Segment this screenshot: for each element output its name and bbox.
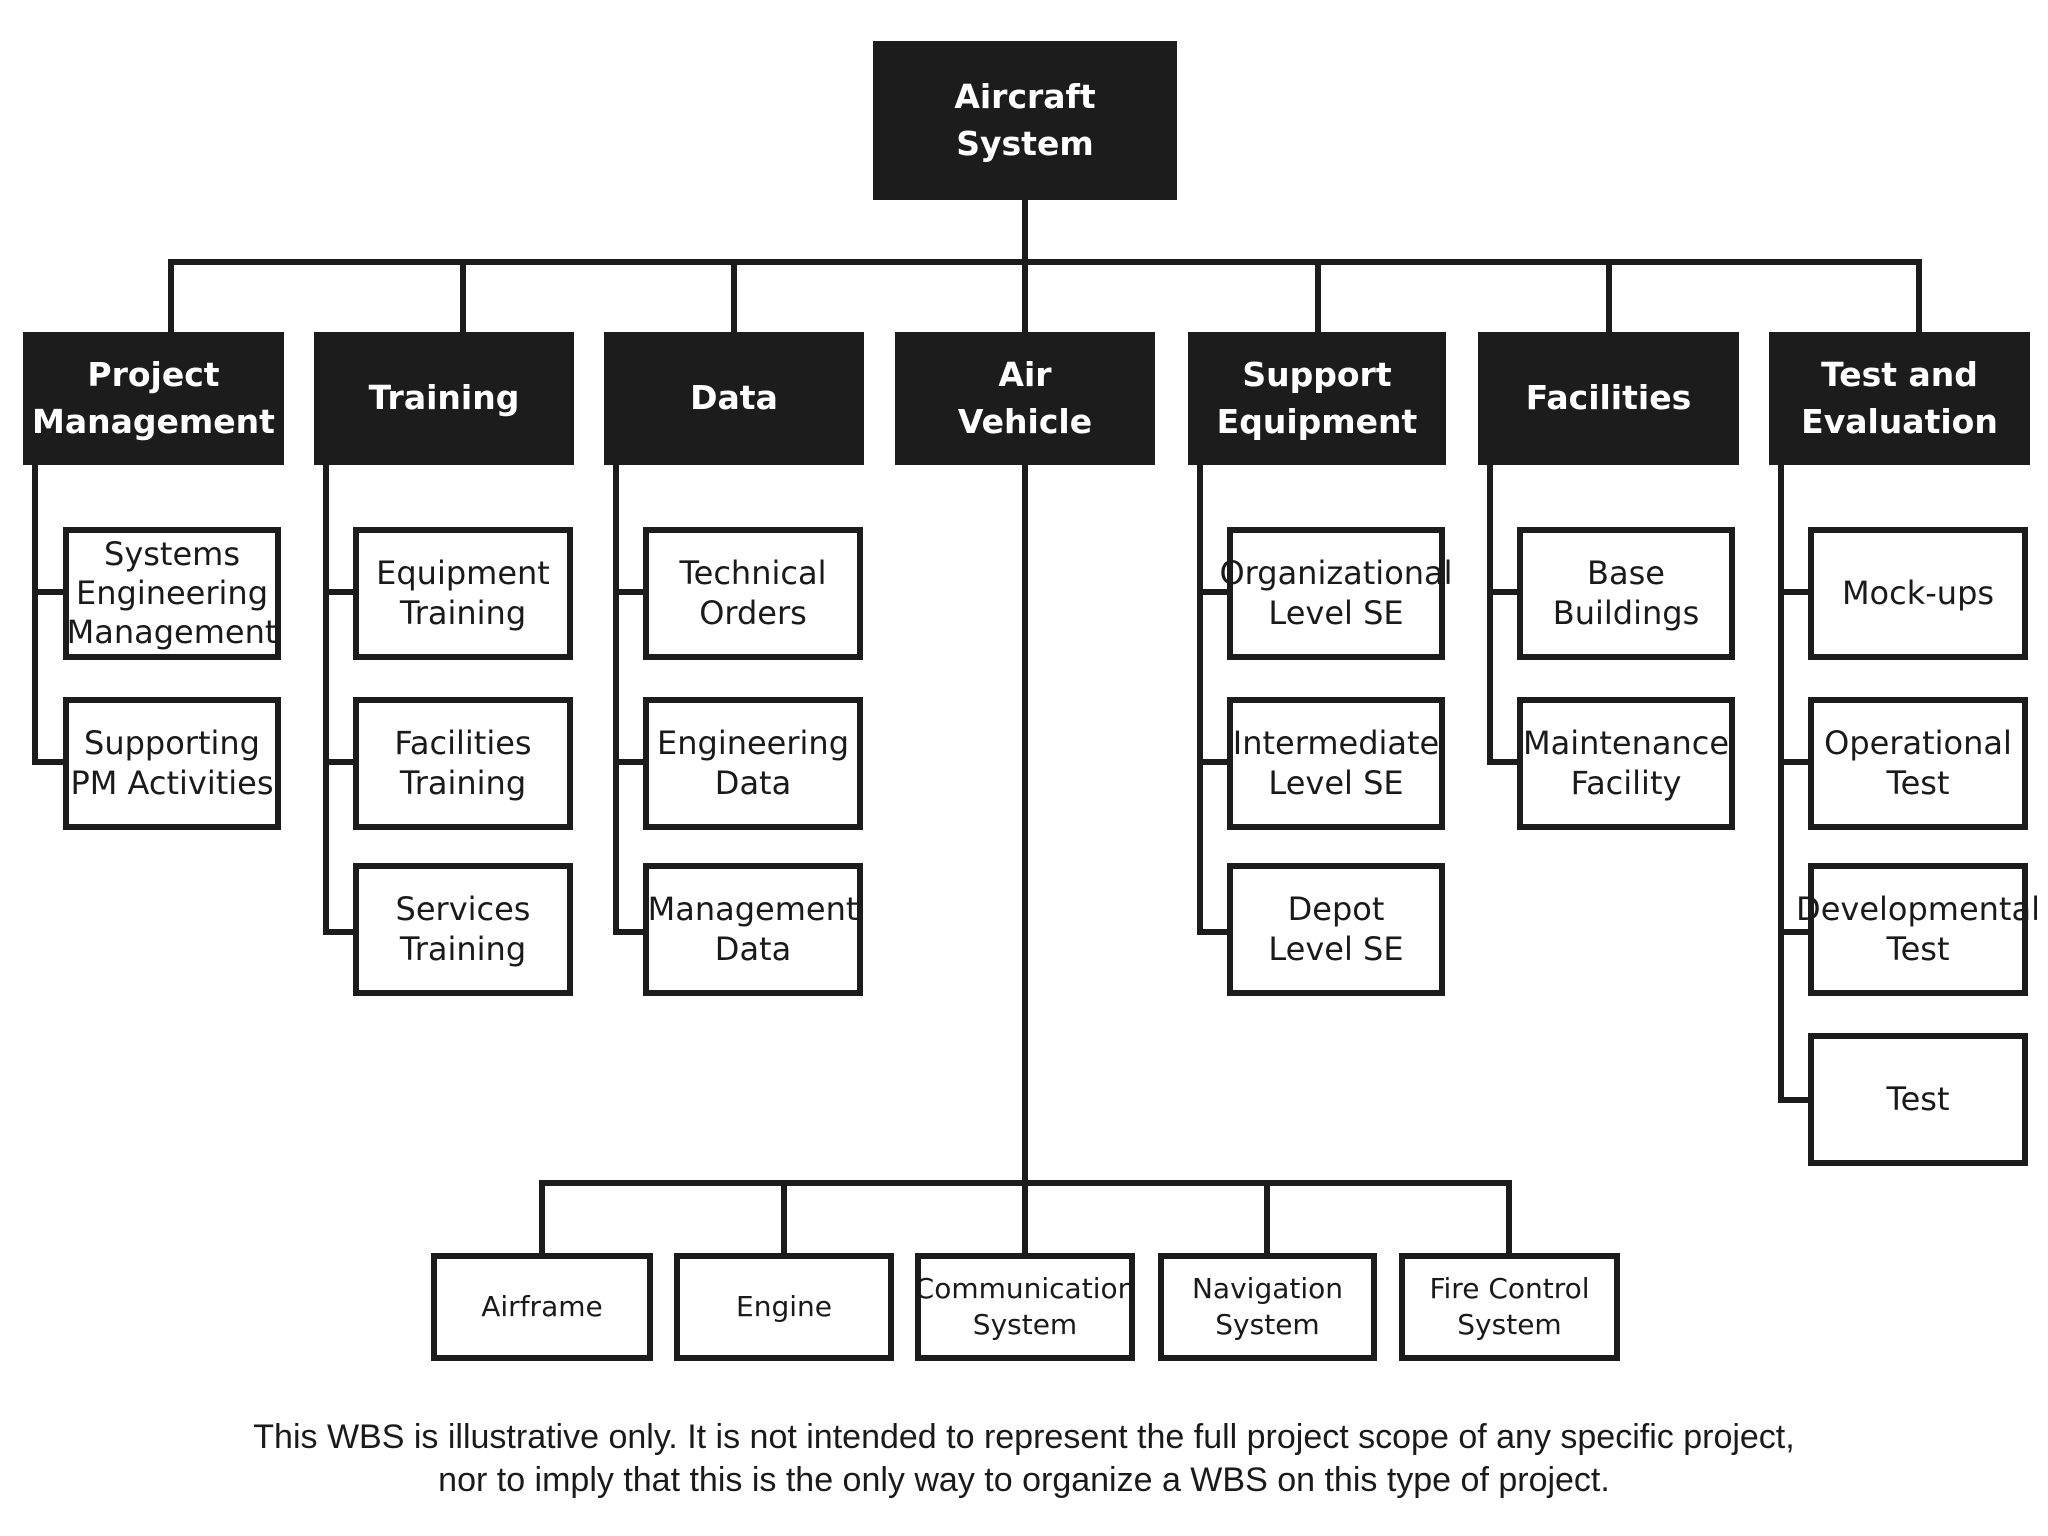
caption-line-2: nor to imply that this is the only way t… [438,1461,1610,1499]
node-test-and-evaluation: Test and Evaluation [1769,332,2030,465]
node-communication-system: Communication System [915,1253,1135,1361]
node-test: Test [1808,1033,2028,1166]
node-intermediate-level-se: Intermediate Level SE [1227,697,1445,830]
node-data: Data [604,332,864,465]
node-airframe: Airframe [431,1253,653,1361]
node-fire-control-system: Fire Control System [1399,1253,1620,1361]
node-systems-engineering-management: Systems Engineering Management [63,527,281,660]
node-management-data: Management Data [643,863,863,996]
node-project-management: Project Management [23,332,284,465]
node-mock-ups: Mock-ups [1808,527,2028,660]
node-technical-orders: Technical Orders [643,527,863,660]
node-training: Training [314,332,574,465]
node-operational-test: Operational Test [1808,697,2028,830]
node-engineering-data: Engineering Data [643,697,863,830]
node-services-training: Services Training [353,863,573,996]
node-facilities-training: Facilities Training [353,697,573,830]
node-depot-level-se: Depot Level SE [1227,863,1445,996]
node-navigation-system: Navigation System [1158,1253,1377,1361]
node-developmental-test: Developmental Test [1796,863,2040,996]
node-base-buildings: Base Buildings [1517,527,1735,660]
node-air-vehicle: Air Vehicle [895,332,1155,465]
node-maintenance-facility: Maintenance Facility [1517,697,1735,830]
caption-line-1: This WBS is illustrative only. It is not… [253,1418,1795,1456]
node-supporting-pm-activities: Supporting PM Activities [63,697,281,830]
node-engine: Engine [674,1253,894,1361]
node-equipment-training: Equipment Training [353,527,573,660]
node-organizational-level-se: Organizational Level SE [1219,527,1453,660]
node-aircraft-system: Aircraft System [873,41,1177,200]
node-facilities: Facilities [1478,332,1739,465]
node-support-equipment: Support Equipment [1188,332,1446,465]
